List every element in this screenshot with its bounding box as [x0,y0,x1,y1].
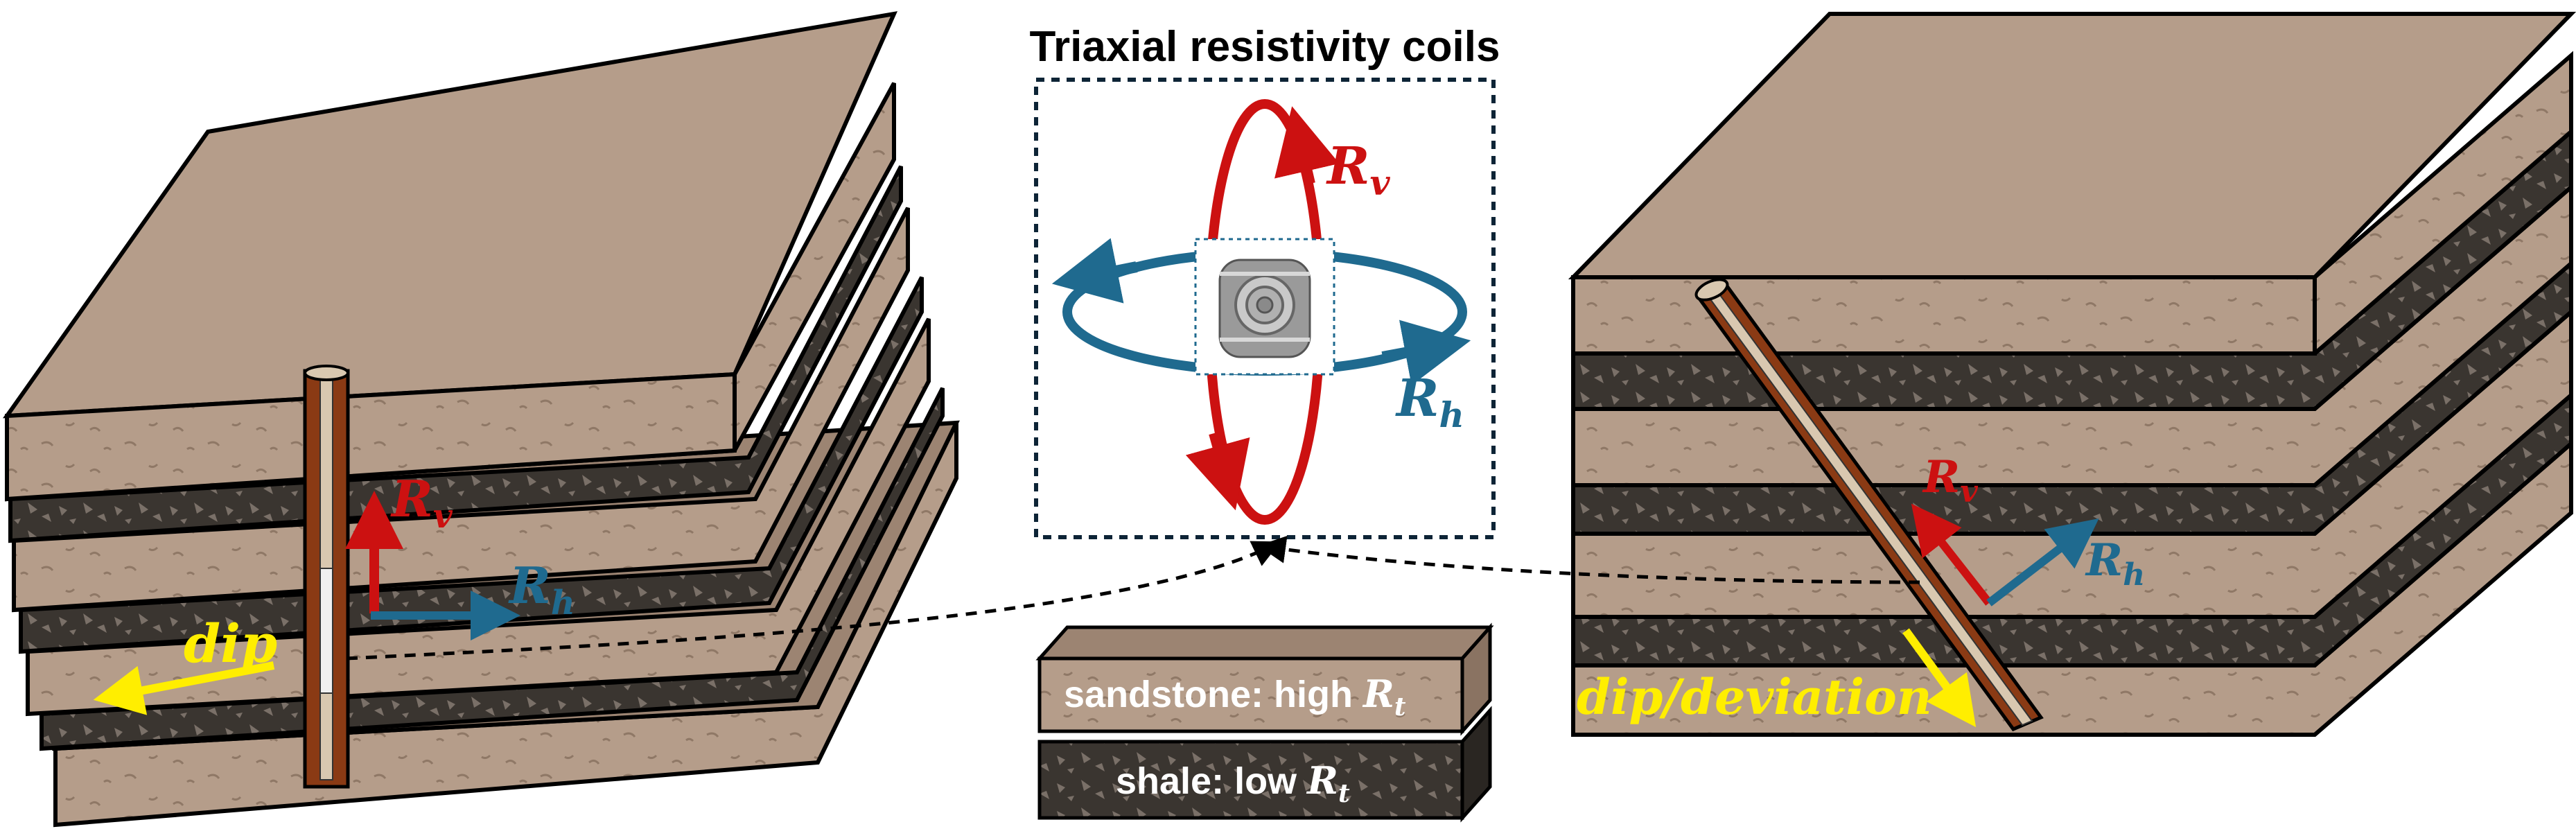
legend [1035,622,1494,823]
triaxial-coils [1051,99,1471,525]
right-formation-block [1568,12,2576,737]
left-rv-label: Rv [390,469,453,536]
rv-coil-arrow-up [1274,106,1340,185]
left-dip-arrow [93,661,275,715]
inset-rv-label: Rv [1326,137,1391,203]
left-dip-label: dip [184,613,277,674]
right-dip-deviation-label: dip/deviation [1577,668,1932,726]
legend-shale-swatch [1037,740,1464,820]
left-rh-label: Rh [508,556,575,622]
coils-title: Triaxial resistivity coils [1030,23,1500,71]
legend-sandstone-label: sandstone: high Rt [1064,672,1406,722]
coil-sensor-icon [1218,259,1311,358]
rh-coil-arrow-left [1051,238,1138,304]
right-rh-label: Rh [2085,534,2145,593]
legend-shale-label: shale: low Rt [1116,758,1350,808]
legend-sandstone-swatch [1037,656,1464,733]
left-borehole [303,365,350,789]
rh-coil-arrow-right [1381,320,1471,386]
left-connector [346,541,1281,661]
right-dip-arrow [1902,628,1977,728]
right-rv-arrow [1911,503,1992,606]
rv-coil-arrow-down [1185,431,1250,511]
right-rv-label: Rv [1922,451,1978,509]
right-rh-arrow [1986,518,2099,606]
inset-rh-label: Rh [1395,369,1464,435]
left-formation-block [2,11,960,828]
